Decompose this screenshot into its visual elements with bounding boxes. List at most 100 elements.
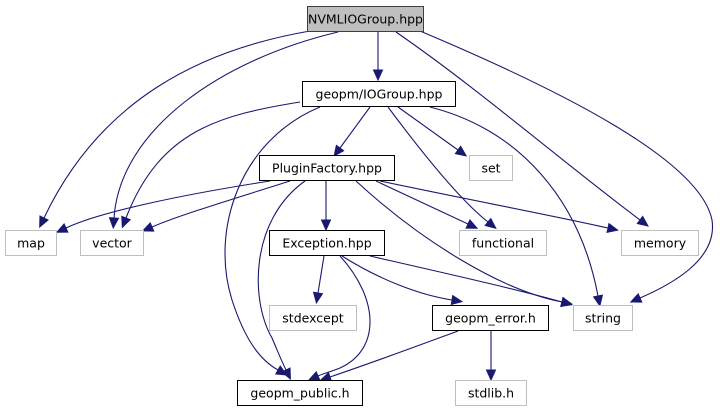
edge-exception-to-stdexcept	[312, 255, 325, 305]
node-label-stdlib: stdlib.h	[468, 386, 514, 401]
arrowhead	[312, 291, 324, 305]
node-stdlib[interactable]: stdlib.h	[455, 380, 527, 406]
node-box-nvmliogroup	[307, 6, 424, 32]
edge-line	[395, 31, 641, 221]
node-pluginfactory[interactable]: PluginFactory.hpp	[259, 155, 395, 181]
nodes-layer: NVMLIOGroup.hpp geopm/IOGroup.hpp set Pl…	[5, 6, 699, 406]
edge-nvmliogroup-to-memory	[395, 31, 649, 227]
node-iogroup[interactable]: geopm/IOGroup.hpp	[302, 81, 456, 107]
edge-line	[257, 180, 306, 371]
node-box-stdexcept	[269, 305, 357, 331]
edge-geopm-error-to-geopm-public	[319, 330, 459, 382]
node-memory[interactable]: memory	[621, 230, 699, 256]
arrowhead	[636, 215, 649, 227]
edge-exception-to-string	[369, 255, 573, 307]
edge-pluginfactory-to-functional	[375, 180, 479, 229]
node-box-iogroup	[302, 81, 456, 107]
edge-line	[317, 255, 371, 377]
edge-line	[317, 255, 325, 294]
node-box-set	[469, 155, 513, 181]
edge-line	[329, 330, 459, 378]
edge-line	[341, 255, 453, 301]
edge-pluginfactory-to-geopm-public	[257, 180, 306, 381]
node-box-functional	[459, 230, 547, 256]
edge-line	[43, 30, 311, 219]
node-label-vector: vector	[92, 236, 133, 251]
edge-line	[125, 101, 301, 219]
node-label-geopm-public: geopm_public.h	[250, 386, 349, 401]
arrowhead	[592, 294, 604, 308]
node-label-stdexcept: stdexcept	[282, 311, 343, 326]
node-set[interactable]: set	[469, 155, 513, 181]
arrowhead	[281, 367, 291, 381]
edge-line	[419, 30, 713, 299]
node-box-geopm-error	[432, 305, 549, 331]
arrowhead	[485, 369, 497, 382]
edge-nvmliogroup-to-string	[419, 30, 713, 303]
node-label-memory: memory	[634, 236, 687, 251]
arrowhead	[629, 292, 643, 303]
arrowhead	[55, 223, 69, 233]
node-box-stdlib	[455, 380, 527, 406]
edge-line	[387, 106, 489, 223]
node-map[interactable]: map	[5, 230, 57, 256]
edge-line	[113, 31, 339, 219]
node-box-memory	[621, 230, 699, 256]
node-string[interactable]: string	[573, 305, 633, 331]
edge-line	[429, 106, 599, 297]
edges-layer	[39, 30, 713, 382]
node-functional[interactable]: functional	[459, 230, 547, 256]
arrowhead	[372, 69, 384, 82]
node-box-map	[5, 230, 57, 256]
node-label-map: map	[17, 236, 45, 251]
node-label-nvmliogroup: NVMLIOGroup.hpp	[308, 12, 423, 27]
edge-nvmliogroup-to-vector	[108, 31, 339, 230]
node-geopm-error[interactable]: geopm_error.h	[432, 305, 549, 331]
edge-line	[379, 180, 609, 229]
edge-nvmliogroup-to-iogroup	[372, 32, 384, 82]
arrowhead	[454, 145, 468, 157]
node-label-string: string	[585, 311, 621, 326]
edge-iogroup-to-string	[429, 106, 604, 308]
node-label-functional: functional	[472, 236, 534, 251]
node-box-geopm-public	[237, 380, 363, 406]
edge-line	[369, 255, 563, 303]
node-nvmliogroup[interactable]: NVMLIOGroup.hpp	[307, 6, 424, 32]
arrowhead	[606, 222, 619, 234]
arrowhead	[320, 219, 332, 232]
edge-iogroup-to-vector	[121, 101, 301, 229]
edge-iogroup-to-pluginfactory	[333, 106, 371, 158]
node-box-exception	[269, 230, 385, 256]
edge-pluginfactory-to-memory	[379, 180, 619, 234]
arrowhead	[108, 217, 120, 230]
arrowhead	[141, 221, 155, 232]
node-label-pluginfactory: PluginFactory.hpp	[272, 161, 382, 176]
edge-line	[224, 106, 321, 371]
edge-line	[151, 180, 291, 228]
edge-pluginfactory-to-vector	[141, 180, 291, 232]
edge-line	[397, 106, 459, 151]
node-box-pluginfactory	[259, 155, 395, 181]
node-geopm-public[interactable]: geopm_public.h	[237, 380, 363, 406]
edge-nvmliogroup-to-map	[39, 30, 311, 229]
edge-pluginfactory-to-exception	[320, 181, 332, 232]
node-exception[interactable]: Exception.hpp	[269, 230, 385, 256]
arrowhead	[39, 215, 49, 229]
edge-line	[339, 106, 371, 149]
edge-iogroup-to-set	[397, 106, 468, 157]
edge-line	[375, 180, 469, 225]
node-box-string	[573, 305, 633, 331]
edge-pluginfactory-to-map	[55, 180, 271, 233]
arrowhead	[307, 370, 321, 381]
node-stdexcept[interactable]: stdexcept	[269, 305, 357, 331]
node-label-set: set	[481, 161, 500, 176]
arrowhead	[450, 294, 464, 306]
node-box-vector	[80, 230, 144, 256]
node-label-geopm-error: geopm_error.h	[445, 311, 536, 326]
node-vector[interactable]: vector	[80, 230, 144, 256]
node-label-exception: Exception.hpp	[282, 236, 371, 251]
edge-line	[65, 180, 271, 229]
arrowhead	[121, 215, 132, 229]
arrowhead	[484, 217, 497, 229]
